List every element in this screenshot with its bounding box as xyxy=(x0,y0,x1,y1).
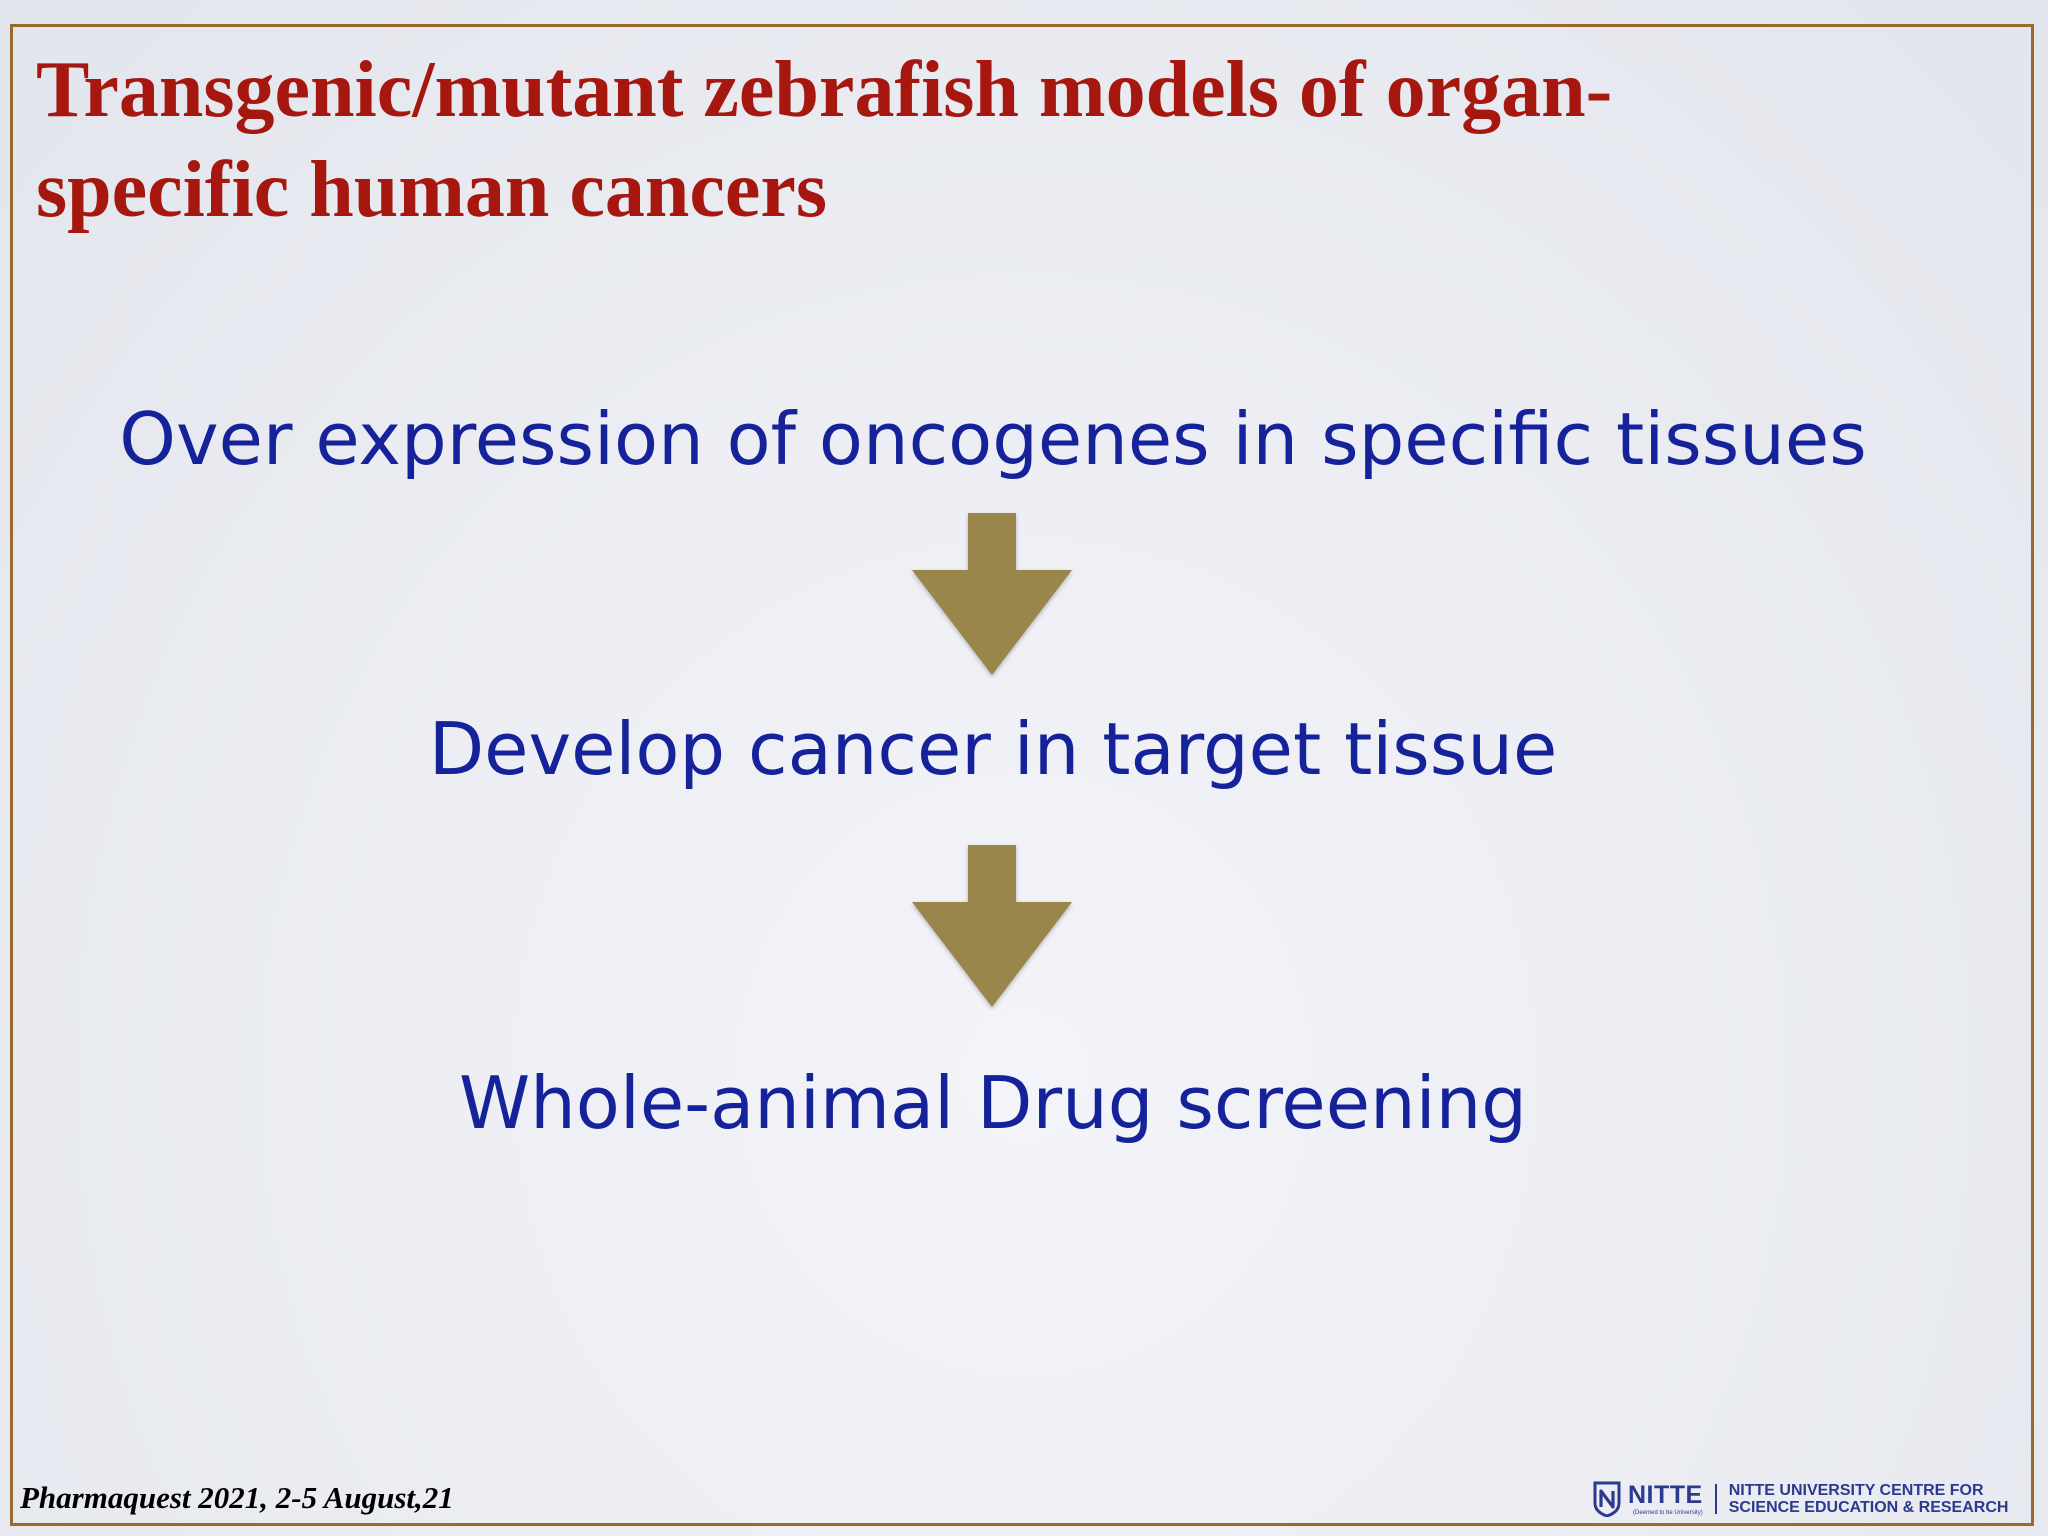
logo-divider xyxy=(1714,1484,1717,1514)
down-arrow-icon xyxy=(912,845,1072,1007)
flow-step-oncogene-expression: Over expression of oncogenes in specific… xyxy=(119,397,1867,481)
logo-name: NITTE xyxy=(1628,1480,1703,1509)
logo-centre-name: NITTE UNIVERSITY CENTRE FOR SCIENCE EDUC… xyxy=(1729,1482,2009,1516)
down-arrow-icon xyxy=(912,513,1072,675)
logo-brand: NITTE (Deemed to be University) xyxy=(1628,1480,1703,1517)
logo-tagline: (Deemed to be University) xyxy=(1633,1509,1703,1516)
flow-step-develop-cancer: Develop cancer in target tissue xyxy=(428,707,1558,791)
flow-step-drug-screening: Whole-animal Drug screening xyxy=(458,1061,1527,1145)
slide-title: Transgenic/mutant zebrafish models of or… xyxy=(36,46,1613,234)
logo-centre-line-1: NITTE UNIVERSITY CENTRE FOR xyxy=(1728,1482,1984,1499)
footer-event-text: Pharmaquest 2021, 2-5 August,21 xyxy=(20,1480,454,1515)
slide-frame xyxy=(10,24,2034,1526)
nitte-shield-icon xyxy=(1593,1481,1621,1517)
logo-centre-line-2: SCIENCE EDUCATION & RESEARCH xyxy=(1728,1499,2009,1516)
nitte-logo: NITTE (Deemed to be University) NITTE UN… xyxy=(1592,1478,2008,1520)
